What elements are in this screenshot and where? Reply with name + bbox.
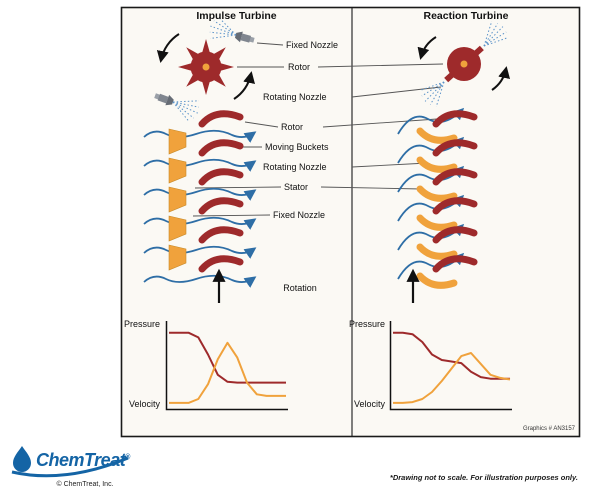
reaction-rotor-blades [436, 114, 474, 269]
rotor-label-mid: Rotor [281, 122, 304, 132]
rotation-arrow-icon [156, 33, 180, 63]
reaction-pressure-axis-label: Pressure [348, 319, 385, 329]
steam-spray-icon [168, 92, 203, 124]
copyright-text: © ChemTreat, Inc. [56, 481, 114, 488]
reaction-rotor-illustration [416, 18, 512, 110]
reaction-chart [389, 321, 512, 411]
diagram-frame [120, 6, 581, 438]
impulse-chart-axes [165, 321, 288, 411]
rotating-nozzle-label-mid: Rotating Nozzle [263, 162, 327, 172]
reaction-rotor-disc [447, 47, 481, 81]
reaction-chart-axes [389, 321, 512, 411]
fixed-nozzle-icon [234, 30, 256, 46]
rotation-arrow-icon [491, 66, 511, 91]
impulse-pressure-curve [169, 331, 286, 384]
impulse-velocity-curve [169, 341, 286, 404]
registered-mark: ® [125, 454, 130, 461]
impulse-flow-arrows [144, 131, 254, 282]
steam-spray-icon [416, 73, 453, 110]
impulse-pressure-axis-label: Pressure [123, 319, 160, 329]
fixed-nozzle-icon [153, 90, 175, 108]
impulse-chart [165, 321, 288, 411]
reaction-turbine-title: Reaction Turbine [423, 10, 509, 22]
reaction-rotor-hub [460, 60, 468, 68]
reaction-cascade [398, 110, 474, 285]
impulse-rotor-spokes [178, 39, 234, 95]
fixed-nozzle-label-mid: Fixed Nozzle [273, 210, 326, 220]
reaction-velocity-axis-label: Velocity [353, 399, 385, 409]
impulse-cascade [144, 114, 254, 282]
leader-lines [192, 42, 444, 217]
graphics-reference: Graphics # AN3157 [522, 426, 575, 432]
stator-label: Stator [284, 182, 309, 192]
impulse-rotor-hub [202, 63, 210, 71]
rotor-label-top: Rotor [288, 62, 311, 72]
reaction-pressure-curve [393, 331, 510, 380]
rotating-nozzle-label-top: Rotating Nozzle [263, 92, 327, 102]
reaction-flow-arrows [398, 110, 462, 279]
rotation-arrow-icon [417, 36, 437, 60]
rotating-nozzle-stubs [444, 45, 484, 83]
chemtreat-logo-text: ChemTreat® [36, 450, 130, 471]
impulse-velocity-axis-label: Velocity [128, 399, 160, 409]
moving-buckets-label: Moving Buckets [265, 142, 329, 152]
impulse-turbine-title: Impulse Turbine [196, 10, 277, 22]
steam-spray-icon [475, 18, 512, 55]
fixed-nozzle-label-top: Fixed Nozzle [286, 40, 339, 50]
impulse-moving-buckets [202, 114, 240, 269]
disclaimer-text: *Drawing not to scale. For illustration … [389, 473, 578, 482]
water-droplet-icon [13, 446, 31, 472]
logo-wordmark: ChemTreat [36, 450, 126, 470]
impulse-rotor-illustration [153, 14, 256, 124]
rotation-arrow-icon [233, 71, 255, 100]
rotation-label: Rotation [283, 283, 317, 293]
reaction-rotating-nozzles [420, 131, 454, 285]
reaction-velocity-curve [393, 352, 511, 404]
impulse-stators [168, 128, 187, 271]
